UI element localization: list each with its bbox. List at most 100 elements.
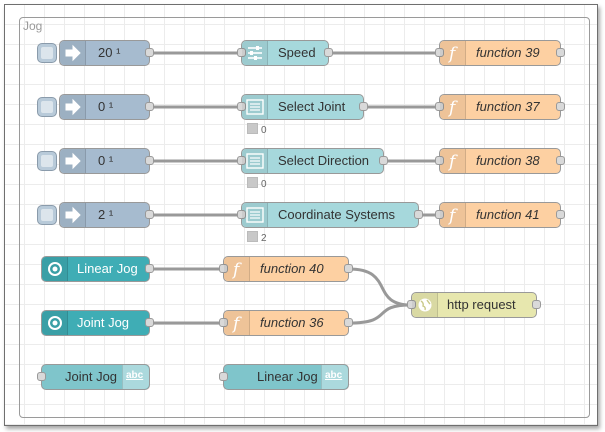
output-port[interactable] xyxy=(145,210,154,219)
output-port[interactable] xyxy=(145,48,154,57)
ui-text-node[interactable]: Linear Jog abc xyxy=(219,364,349,390)
function-node[interactable]: f function 37 xyxy=(435,94,565,120)
function-node[interactable]: f function 40 xyxy=(219,256,353,282)
function-icon: f xyxy=(440,95,466,119)
input-port[interactable] xyxy=(219,264,228,273)
arrow-right-icon xyxy=(60,41,86,65)
input-port[interactable] xyxy=(237,102,246,111)
http-request-node[interactable]: http request xyxy=(407,292,541,318)
ui-text-node[interactable]: Joint Jog abc xyxy=(37,364,150,390)
output-port[interactable] xyxy=(556,210,565,219)
status-dot-icon xyxy=(247,177,258,188)
function-node[interactable]: f function 38 xyxy=(435,148,565,174)
inject-label: 2 ¹ xyxy=(98,207,114,222)
input-port[interactable] xyxy=(237,48,246,57)
inject-label: 0 ¹ xyxy=(98,153,114,168)
text-abc-icon: abc xyxy=(321,365,348,389)
flow-canvas[interactable]: Jog 20 ¹ 0 ¹ 0 ¹ xyxy=(4,4,598,426)
svg-text:f: f xyxy=(447,152,458,172)
svg-text:f: f xyxy=(447,44,458,64)
flow-group[interactable]: Jog xyxy=(19,17,590,418)
output-port[interactable] xyxy=(145,102,154,111)
function-icon: f xyxy=(440,41,466,65)
dropdown-list-icon xyxy=(242,149,268,173)
input-port[interactable] xyxy=(37,372,46,381)
inject-node[interactable]: 0 ¹ xyxy=(59,148,154,174)
svg-text:f: f xyxy=(231,314,242,334)
node-label: function 38 xyxy=(476,153,540,168)
group-label: Jog xyxy=(23,19,43,33)
input-port[interactable] xyxy=(237,210,246,219)
output-port[interactable] xyxy=(145,264,154,273)
ui-dropdown-node[interactable]: Select Joint xyxy=(237,94,368,120)
node-label: Speed xyxy=(278,45,316,60)
function-icon: f xyxy=(224,311,250,335)
globe-icon xyxy=(412,293,438,317)
node-label: Linear Jog xyxy=(77,261,138,276)
arrow-right-icon xyxy=(60,95,86,119)
output-port[interactable] xyxy=(145,318,154,327)
svg-text:f: f xyxy=(231,260,242,280)
ui-button-node[interactable]: Joint Jog xyxy=(41,310,154,336)
inject-label: 20 ¹ xyxy=(98,45,121,60)
dropdown-list-icon xyxy=(242,203,268,227)
input-port[interactable] xyxy=(219,318,228,327)
input-port[interactable] xyxy=(435,48,444,57)
output-port[interactable] xyxy=(145,156,154,165)
input-port[interactable] xyxy=(435,102,444,111)
function-icon: f xyxy=(440,203,466,227)
node-status: 0 xyxy=(247,123,267,136)
inject-node[interactable]: 0 ¹ xyxy=(59,94,154,120)
node-label: function 37 xyxy=(476,99,540,114)
output-port[interactable] xyxy=(414,210,423,219)
node-label: function 39 xyxy=(476,45,540,60)
output-port[interactable] xyxy=(556,156,565,165)
node-label: Joint Jog xyxy=(77,315,130,330)
function-node[interactable]: f function 36 xyxy=(219,310,353,336)
wire[interactable] xyxy=(348,303,412,325)
arrow-right-icon xyxy=(60,203,86,227)
node-status: 2 xyxy=(247,231,267,244)
node-label: function 41 xyxy=(476,207,540,222)
output-port[interactable] xyxy=(379,156,388,165)
function-icon: f xyxy=(224,257,250,281)
inject-node[interactable]: 20 ¹ xyxy=(59,40,154,66)
ui-dropdown-node[interactable]: Coordinate Systems xyxy=(237,202,423,228)
ui-dropdown-node[interactable]: Select Direction xyxy=(237,148,388,174)
inject-button[interactable] xyxy=(37,43,57,63)
input-port[interactable] xyxy=(237,156,246,165)
text-abc-icon: abc xyxy=(122,365,149,389)
inject-node[interactable]: 2 ¹ xyxy=(59,202,154,228)
output-port[interactable] xyxy=(359,102,368,111)
ui-button-node[interactable]: Linear Jog xyxy=(41,256,154,282)
function-node[interactable]: f function 41 xyxy=(435,202,565,228)
input-port[interactable] xyxy=(435,210,444,219)
output-port[interactable] xyxy=(324,48,333,57)
inject-button[interactable] xyxy=(37,205,57,225)
inject-button[interactable] xyxy=(37,151,57,171)
node-label: Joint Jog xyxy=(65,369,118,384)
node-label: Coordinate Systems xyxy=(278,207,396,222)
wire[interactable] xyxy=(348,267,412,307)
dropdown-list-icon xyxy=(242,95,268,119)
svg-text:f: f xyxy=(447,206,458,226)
function-node[interactable]: f function 39 xyxy=(435,40,565,66)
node-label: Select Joint xyxy=(278,99,346,114)
output-port[interactable] xyxy=(556,48,565,57)
svg-text:f: f xyxy=(447,98,458,118)
output-port[interactable] xyxy=(344,318,353,327)
status-dot-icon xyxy=(247,123,258,134)
input-port[interactable] xyxy=(435,156,444,165)
output-port[interactable] xyxy=(556,102,565,111)
ui-slider-node[interactable]: Speed xyxy=(237,40,333,66)
status-dot-icon xyxy=(247,231,258,242)
node-label: function 40 xyxy=(260,261,324,276)
input-port[interactable] xyxy=(219,372,228,381)
output-port[interactable] xyxy=(532,300,541,309)
input-port[interactable] xyxy=(407,300,416,309)
node-label: Select Direction xyxy=(278,153,370,168)
output-port[interactable] xyxy=(344,264,353,273)
inject-button[interactable] xyxy=(37,97,57,117)
target-icon xyxy=(42,257,68,281)
node-status: 0 xyxy=(247,177,267,190)
